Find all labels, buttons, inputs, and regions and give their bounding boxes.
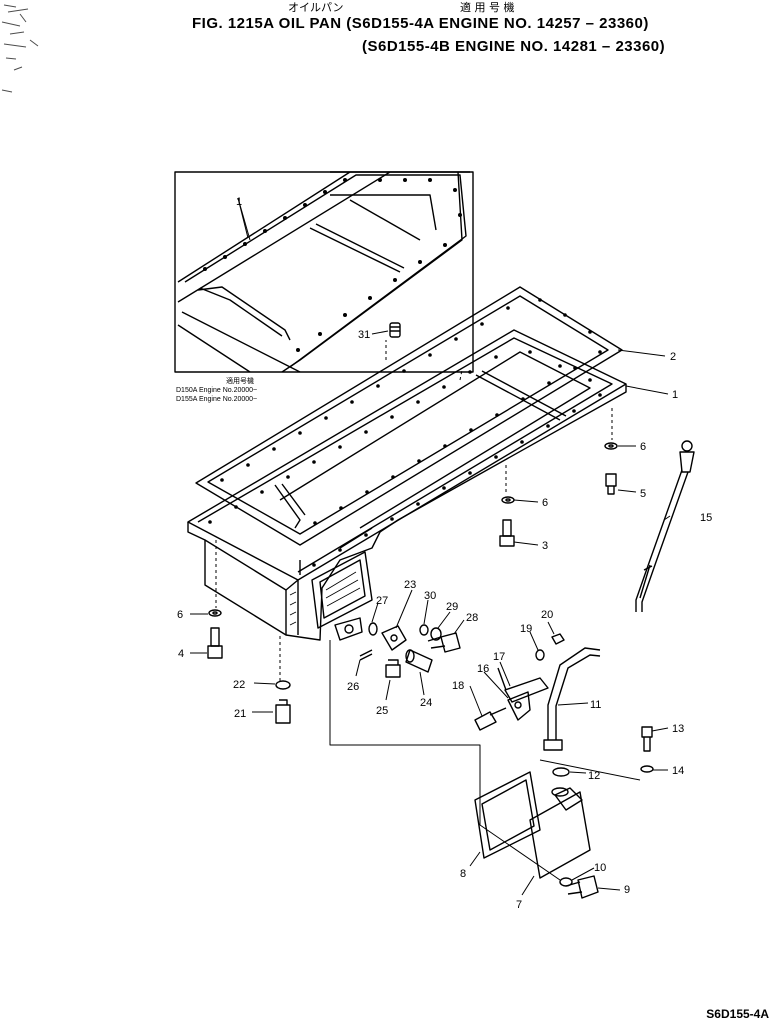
callout-22: 22	[233, 679, 245, 691]
callout-26: 26	[347, 681, 359, 693]
callout-11: 11	[590, 699, 601, 711]
model-code: S6D155-4A	[706, 1007, 769, 1021]
bolt-9	[565, 875, 599, 899]
assembly-line	[329, 640, 561, 881]
callout-1: 1	[672, 389, 678, 401]
o-ring-27	[368, 622, 378, 636]
callout-17: 17	[493, 651, 505, 663]
callout-28: 28	[466, 612, 478, 624]
clamp-16	[507, 691, 531, 721]
callout-2: 2	[670, 351, 676, 363]
callout-12: 12	[588, 770, 600, 782]
gasket-8	[474, 771, 541, 859]
cover-plate-7	[529, 787, 591, 879]
figure-title-line2: (S6D155-4B ENGINE NO. 14281 – 23360)	[362, 38, 666, 55]
plug-21	[275, 699, 291, 724]
callout-29: 29	[446, 601, 458, 613]
dipstick-15	[635, 440, 695, 612]
washer-6-left	[208, 609, 222, 617]
o-ring-22	[275, 680, 291, 690]
callout-18: 18	[452, 680, 464, 692]
callout-8: 8	[460, 868, 466, 880]
callout-27: 27	[376, 595, 388, 607]
callout-30: 30	[424, 590, 436, 602]
japanese-applicability: 適 用 号 機	[460, 1, 515, 14]
inset-note-line1: D150A Engine No.20000~	[176, 387, 257, 394]
callout-16: 16	[477, 663, 489, 675]
plug-31	[389, 322, 401, 338]
callout-6b: 6	[542, 497, 548, 509]
callout-7: 7	[516, 899, 522, 911]
inset-note-line2: D155A Engine No.20000~	[176, 396, 257, 403]
callout-14: 14	[672, 765, 684, 777]
callout-23: 23	[404, 579, 416, 591]
callout-24: 24	[420, 697, 432, 709]
figure-title-line1: FIG. 1215A OIL PAN (S6D155-4A ENGINE NO.…	[192, 15, 649, 32]
callout-4: 4	[178, 648, 184, 660]
elbow-24	[405, 649, 433, 673]
bolt-4	[207, 627, 223, 659]
gasket-12	[552, 767, 570, 777]
explode-lines	[215, 340, 613, 682]
clip-17	[497, 667, 549, 703]
washer-19	[535, 649, 545, 661]
callout-5: 5	[640, 488, 646, 500]
washer-6-mid	[501, 496, 515, 504]
scan-artifact	[1, 4, 39, 93]
callout-10: 10	[594, 862, 606, 874]
oil-pan-body	[187, 329, 627, 641]
callout-3: 3	[542, 540, 548, 552]
callout-20: 20	[541, 609, 553, 621]
callout-6c: 6	[177, 609, 183, 621]
fitting-23	[381, 625, 407, 651]
bolt-3	[499, 519, 515, 547]
leader-lines	[190, 197, 671, 896]
dipstick-tube-11	[543, 647, 601, 751]
bolt-28	[427, 632, 461, 653]
bolt-5	[605, 473, 617, 495]
callout-19: 19	[520, 623, 532, 635]
inset-note-jp: 適用号機	[226, 376, 254, 385]
washer-14	[640, 765, 654, 773]
bolt-13	[641, 726, 653, 752]
plug-25	[385, 659, 401, 678]
inset-bolt-holes	[203, 178, 462, 352]
callout-9: 9	[624, 884, 630, 896]
gasket-outline	[195, 286, 623, 546]
japanese-title: オイルパン	[288, 1, 344, 14]
o-ring-30	[419, 624, 429, 636]
callout-6a: 6	[640, 441, 646, 453]
callout-21: 21	[234, 708, 246, 720]
inset-frame	[174, 171, 474, 373]
callout-13: 13	[672, 723, 684, 735]
bolt-18	[474, 707, 507, 731]
callout-25: 25	[376, 705, 388, 717]
washer-6-right	[604, 442, 618, 450]
callout-31: 31	[358, 329, 370, 341]
callout-1-inset: 1	[236, 196, 242, 208]
washer-29	[430, 627, 442, 641]
nut-20	[551, 633, 565, 645]
pin-26	[359, 649, 373, 661]
callout-15: 15	[700, 512, 712, 524]
callout-labels: 1 2 1 31 6 5 6 3 6 4 22 21 23 27 30 29 2…	[177, 196, 712, 911]
